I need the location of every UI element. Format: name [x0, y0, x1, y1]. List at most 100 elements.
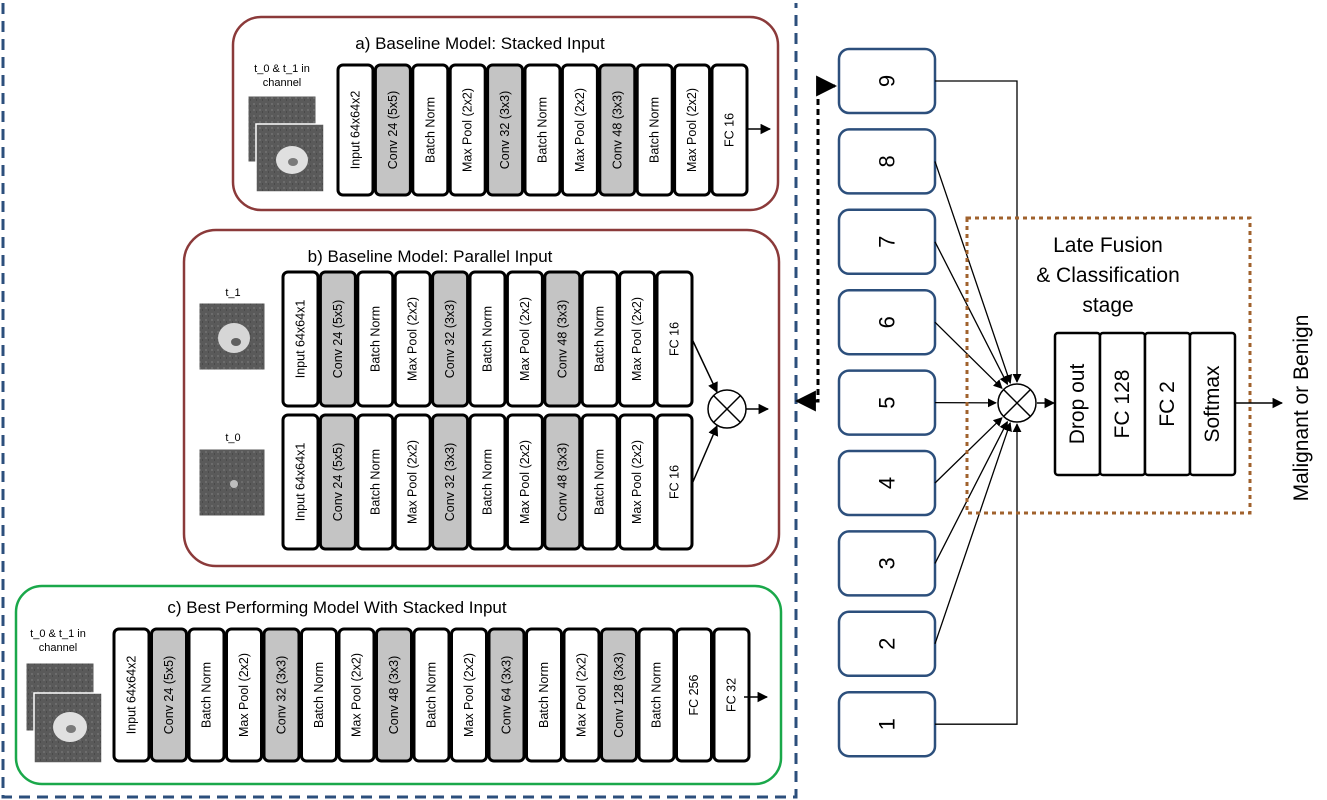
layer-max-pool-2x2: Max Pool (2x2) [225, 627, 263, 763]
layer-label: FC 32 [725, 678, 739, 712]
panel-b-image-t1 [198, 302, 266, 371]
panel-b-bottom-layers: Input 64x64x1 Conv 24 (5x5) Batch Norm Max … [281, 413, 694, 551]
panel-c: c) Best Performing Model With Stacked In… [14, 584, 783, 786]
late-fusion-title-3: stage [1082, 294, 1133, 317]
model-box-6: 6 [837, 288, 937, 356]
layer-label: Conv 24 (5x5) [386, 91, 400, 170]
layer-label: Conv 24 (5x5) [162, 656, 176, 735]
classifier-label: Softmax [1201, 365, 1224, 443]
model-2-arrow [934, 422, 1012, 645]
layer-conv-32-3x3: Conv 32 (3x3) [486, 63, 525, 197]
layer-label: Max Pool (2x2) [575, 653, 589, 737]
layer-max-pool-2x2: Max Pool (2x2) [560, 63, 599, 197]
panel-c-border [14, 584, 783, 786]
model-number: 9 [875, 75, 900, 87]
model-arrows [934, 80, 1022, 725]
dashed-connector [794, 75, 838, 412]
layer-label: Input 64x64x2 [125, 656, 139, 735]
layer-batch-norm: Batch Norm [300, 627, 338, 763]
layer-label: Batch Norm [481, 306, 495, 372]
classifier-label: FC 2 [1156, 381, 1179, 427]
layer-label: Conv 32 (3x3) [275, 656, 289, 735]
layer-fc-16: FC 16 [655, 270, 694, 408]
layer-label: Max Pool (2x2) [685, 88, 699, 172]
layer-max-pool-2x2: Max Pool (2x2) [448, 63, 487, 197]
layer-conv-24-5x5: Conv 24 (5x5) [318, 413, 357, 551]
panel-b-border [182, 228, 781, 568]
layer-max-pool-2x2: Max Pool (2x2) [450, 627, 488, 763]
layer-label: Batch Norm [481, 449, 495, 515]
layer-fc-16: FC 16 [710, 63, 749, 197]
layer-max-pool-2x2: Max Pool (2x2) [505, 270, 544, 408]
panel-c-input-caption-2: channel [39, 642, 78, 654]
layer-label: Batch Norm [425, 662, 439, 728]
late-fusion-title-2: & Classification [1036, 264, 1180, 287]
classifier-label: Drop out [1066, 364, 1089, 445]
layer-conv-48-3x3: Conv 48 (3x3) [375, 627, 413, 763]
layer-label: Batch Norm [536, 97, 550, 163]
layer-label: Input 64x64x2 [349, 91, 363, 170]
layer-label: Max Pool (2x2) [518, 440, 532, 524]
classifier-label: FC 128 [1111, 370, 1134, 439]
layer-label: Conv 48 (3x3) [555, 443, 569, 522]
late-fusion-frame [965, 216, 1252, 515]
layer-batch-norm: Batch Norm [356, 413, 395, 551]
model-8-arrow [934, 161, 1012, 384]
layer-label: Batch Norm [368, 449, 382, 515]
model-number: 4 [875, 477, 900, 489]
layer-label: Conv 24 (5x5) [331, 300, 345, 379]
late-fusion-title-1: Late Fusion [1053, 234, 1163, 257]
model-7-arrow [934, 241, 1009, 386]
panel-a: a) Baseline Model: Stacked Input t_0 & t… [231, 15, 780, 212]
layer-label: Batch Norm [200, 662, 214, 728]
layer-input-64x64x1: Input 64x64x1 [281, 413, 320, 551]
layer-batch-norm: Batch Norm [468, 270, 507, 408]
layer-label: Conv 32 (3x3) [498, 91, 512, 170]
layer-label: Conv 24 (5x5) [331, 443, 345, 522]
layer-label: Conv 48 (3x3) [610, 91, 624, 170]
layer-label: Batch Norm [423, 97, 437, 163]
layer-batch-norm: Batch Norm [412, 627, 451, 763]
layer-max-pool-2x2: Max Pool (2x2) [562, 627, 601, 763]
model-1-arrow [935, 423, 1022, 725]
classifier-fc-128: FC 128 [1098, 331, 1147, 477]
layer-conv-24-5x5: Conv 24 (5x5) [318, 270, 357, 408]
layer-input-64x64x2: Input 64x64x2 [112, 627, 151, 763]
layer-label: Batch Norm [312, 662, 326, 728]
layer-conv-48-3x3: Conv 48 (3x3) [598, 63, 637, 197]
model-number: 5 [875, 396, 900, 408]
layer-label: Batch Norm [648, 97, 662, 163]
panel-a-border [231, 15, 780, 212]
layer-batch-norm: Batch Norm [635, 63, 674, 197]
layer-label: Input 64x64x1 [294, 443, 308, 522]
model-3-arrow [934, 420, 1008, 564]
layer-conv-48-3x3: Conv 48 (3x3) [543, 413, 582, 551]
panel-b: b) Baseline Model: Parallel Input t_1 t_… [182, 228, 781, 568]
layer-label: Conv 32 (3x3) [443, 300, 457, 379]
model-box-4: 4 [837, 449, 937, 517]
layer-label: Batch Norm [593, 306, 607, 372]
layer-batch-norm: Batch Norm [187, 627, 226, 763]
panel-b-top-layers: Input 64x64x1 Conv 24 (5x5) Batch Norm Max … [281, 270, 694, 408]
layer-input-64x64x1: Input 64x64x1 [281, 270, 320, 408]
panel-a-layers: Input 64x64x2 Conv 24 (5x5) Batch Norm Max … [336, 63, 749, 197]
panel-c-title: c) Best Performing Model With Stacked In… [167, 598, 506, 617]
panel-b-bottom-arrow [691, 425, 719, 485]
layer-conv-64-3x3: Conv 64 (3x3) [487, 627, 526, 763]
layer-conv-128-3x3: Conv 128 (3x3) [600, 627, 638, 763]
layer-conv-32-3x3: Conv 32 (3x3) [431, 413, 470, 551]
model-9-arrow [935, 80, 1022, 383]
layer-batch-norm: Batch Norm [525, 627, 563, 763]
layer-label: Batch Norm [593, 449, 607, 515]
model-number: 1 [875, 718, 900, 730]
layer-label: Conv 128 (3x3) [612, 652, 626, 737]
panel-a-image-front [255, 123, 325, 193]
layer-label: FC 16 [723, 113, 737, 147]
layer-label: Max Pool (2x2) [573, 88, 587, 172]
late-fusion-circle [997, 383, 1037, 423]
layer-max-pool-2x2: Max Pool (2x2) [673, 63, 712, 197]
model-box-1: 1 [837, 690, 937, 758]
classifier-fc-2: FC 2 [1143, 331, 1192, 477]
layer-fc-256: FC 256 [675, 627, 713, 763]
model-number: 8 [875, 155, 900, 167]
